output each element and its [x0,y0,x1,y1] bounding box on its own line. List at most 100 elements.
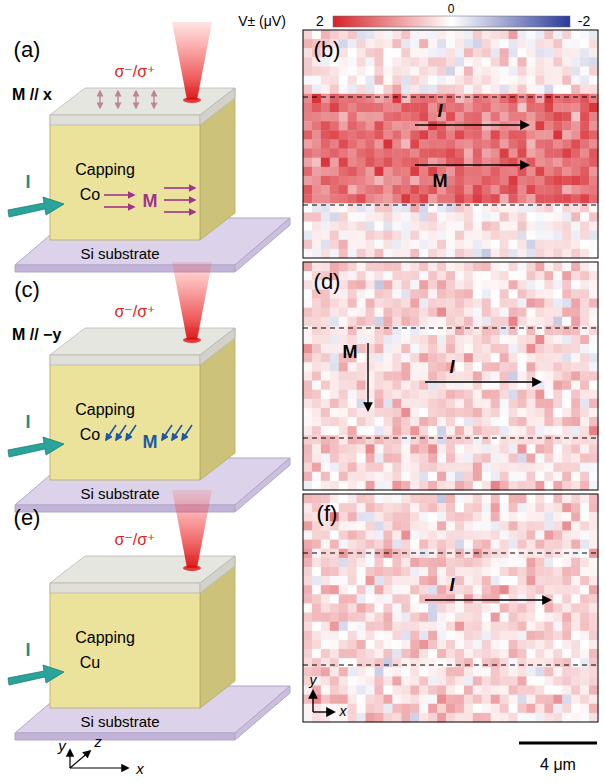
heatmap-pixel [518,112,527,122]
heatmap-pixel [562,353,571,363]
colorbar [333,16,570,27]
heatmap-pixel [303,271,312,281]
heatmap-pixel [330,481,339,491]
heatmap-pixel [562,335,571,345]
heatmap-pixel [321,298,330,308]
heatmap-pixel [410,112,419,122]
heatmap-pixel [509,530,518,540]
heatmap-pixel [500,298,509,308]
heatmap-pixel [544,435,553,445]
heatmap-pixel [544,212,553,222]
heatmap-pixel [330,344,339,354]
heatmap-pixel [571,362,580,372]
heatmap-pixel [410,280,419,290]
heatmap-pixel [339,212,348,222]
heatmap-pixel [562,362,571,372]
heatmap-pixel [348,444,357,454]
heatmap-pixel [553,408,562,418]
heatmap-pixel [330,558,339,568]
heatmap-pixel [401,512,410,522]
heatmap-pixel [419,94,428,104]
heatmap-pixel [303,185,312,195]
heatmap-pixel [437,130,446,140]
heatmap-pixel [491,463,500,473]
heatmap-pixel [303,530,312,540]
heatmap-pixel [509,454,518,464]
heatmap-pixel [455,308,464,318]
heatmap-pixel [500,121,509,131]
heatmap-pixel [330,540,339,550]
heatmap-pixel [357,222,366,232]
heatmap-pixel [553,289,562,299]
heatmap-pixel [464,231,473,241]
heatmap-pixel [321,408,330,418]
heatmap-pixel [410,503,419,513]
heatmap-pixel [312,417,321,427]
heatmap-pixel [571,512,580,522]
heatmap-pixel [312,167,321,177]
heatmap-pixel [535,494,544,504]
heatmap-pixel [357,585,366,595]
heatmap-pixel [455,271,464,281]
heatmap-pixel [491,289,500,299]
heatmap-pixel [366,194,375,204]
heatmap-pixel [526,176,535,186]
heatmap-pixel [500,335,509,345]
heatmap-pixel [419,167,428,177]
heatmap-pixel [419,362,428,372]
heatmap-pixel [375,454,384,464]
heatmap-pixel [392,158,401,168]
heatmap-pixel [437,344,446,354]
heatmap-pixel [464,362,473,372]
heatmap-pixel [580,262,589,272]
heatmap-pixel [366,130,375,140]
heatmap-pixel [410,576,419,586]
heatmap-pixel [366,240,375,250]
heatmap-pixel [535,158,544,168]
heatmap-pixel [419,417,428,427]
heatmap-pixel [544,326,553,336]
heatmap-pixel [473,271,482,281]
heatmap-pixel [464,503,473,513]
heatmap-pixel [526,463,535,473]
heatmap-pixel [437,240,446,250]
heatmap-pixel [312,231,321,241]
heatmap-pixel [348,512,357,522]
heatmap-pixel [580,463,589,473]
heatmap-pixel [553,262,562,272]
heatmap-pixel [410,399,419,409]
heatmap-pixel [535,408,544,418]
heatmap-pixel [410,158,419,168]
heatmap-pixel [366,567,375,577]
heatmap-pixel [348,149,357,159]
heatmap-pixel [544,426,553,436]
heatmap-pixel [446,444,455,454]
heatmap-pixel [544,289,553,299]
heatmap-pixel [464,335,473,345]
heatmap-pixel [473,194,482,204]
heatmap-pixel [419,271,428,281]
heatmap-pixel [571,39,580,49]
heatmap-pixel [392,167,401,177]
heatmap-pixel [562,66,571,76]
heatmap-pixel [401,454,410,464]
heatmap-pixel [500,567,509,577]
heatmap-pixel [455,66,464,76]
heatmap-pixel [571,335,580,345]
heatmap-pixel [392,149,401,159]
heatmap-pixel [500,94,509,104]
heatmap-pixel [339,194,348,204]
heatmap-pixel [321,240,330,250]
heatmap-pixel [321,344,330,354]
heatmap-pixel [419,249,428,259]
heatmap-pixel [330,463,339,473]
heatmap-pixel [491,494,500,504]
heatmap-pixel [535,103,544,113]
heatmap-pixel [446,231,455,241]
heatmap-pixel [392,472,401,482]
heatmap-pixel [366,371,375,381]
heatmap-pixel [339,454,348,464]
heatmap-pixel [437,85,446,95]
heatmap-pixel [509,289,518,299]
heatmap-pixel [321,381,330,391]
